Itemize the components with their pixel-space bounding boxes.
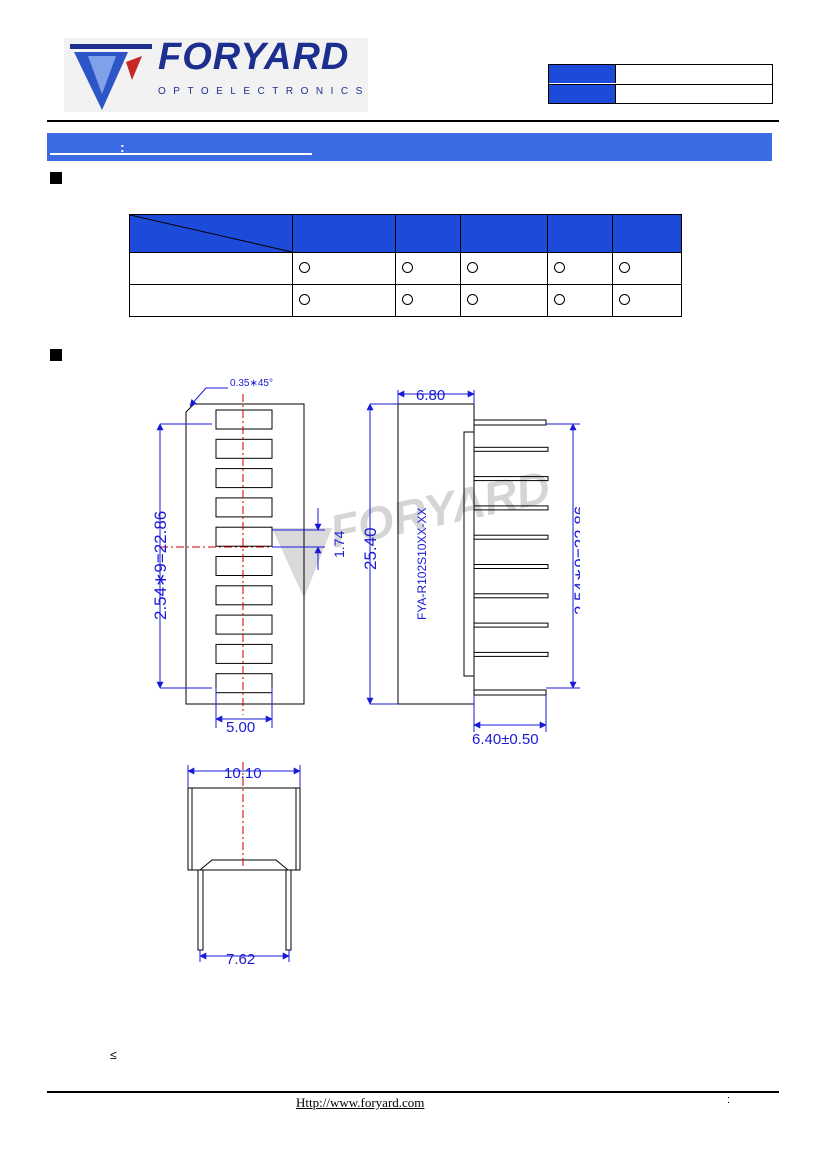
circle-mark-icon bbox=[299, 293, 310, 305]
height-dimension-label: 25.40 bbox=[361, 527, 380, 570]
info-value-cell bbox=[615, 65, 773, 83]
footer-rule bbox=[47, 1091, 779, 1093]
info-label-cell bbox=[549, 85, 615, 103]
diagonal-divider bbox=[130, 215, 292, 252]
note-symbol: ≤ bbox=[110, 1048, 117, 1062]
front-view: 0.35∗45° 2.54∗9=22.86 1.74 5.00 bbox=[151, 378, 347, 736]
section-bullet bbox=[50, 172, 62, 184]
table-cell bbox=[292, 284, 396, 317]
table-cell bbox=[395, 284, 461, 317]
options-table bbox=[129, 214, 682, 317]
body-width-label: 10.10 bbox=[224, 765, 262, 782]
led-segment bbox=[215, 468, 273, 489]
lead-pin bbox=[473, 651, 549, 657]
table-cell bbox=[547, 252, 613, 285]
circle-mark-icon bbox=[619, 293, 630, 305]
table-header-cell bbox=[292, 214, 396, 253]
side-top-pin bbox=[473, 404, 547, 426]
pitch-right-label: 2.54∗9=22.86 bbox=[571, 506, 580, 615]
title-underline bbox=[50, 153, 312, 155]
row-label-cell bbox=[129, 284, 293, 317]
watermark-fan-icon bbox=[272, 528, 332, 598]
led-segment bbox=[215, 673, 273, 694]
bottom-view: 10.10 7.62 bbox=[187, 762, 301, 968]
led-segment bbox=[215, 526, 273, 547]
info-label-cell bbox=[549, 65, 615, 83]
table-header-cell bbox=[460, 214, 548, 253]
led-segment bbox=[215, 438, 273, 459]
pitch-dimension-label: 2.54∗9=22.86 bbox=[151, 511, 170, 620]
led-segment bbox=[215, 556, 273, 576]
side-body bbox=[397, 403, 475, 705]
led-segment bbox=[215, 409, 273, 430]
lead-pin bbox=[473, 622, 549, 628]
led-segment bbox=[215, 585, 273, 606]
lead-pin bbox=[473, 446, 549, 452]
bottom-pin-left bbox=[197, 869, 204, 951]
width-dimension-label: 5.00 bbox=[226, 719, 255, 736]
circle-mark-icon bbox=[402, 261, 413, 273]
side-flange bbox=[463, 431, 474, 677]
pin-group bbox=[473, 446, 549, 657]
table-header-cell bbox=[547, 214, 613, 253]
circle-mark-icon bbox=[467, 293, 478, 305]
led-segment bbox=[215, 614, 273, 635]
table-cell bbox=[460, 284, 548, 317]
table-cell bbox=[395, 252, 461, 285]
circle-mark-icon bbox=[554, 261, 565, 273]
logo-subtitle: OPTOELECTRONICS bbox=[158, 86, 370, 97]
table-cell bbox=[612, 252, 682, 285]
logo-wordmark: FORYARD bbox=[158, 36, 350, 78]
table-cell bbox=[292, 252, 396, 285]
title-colon: : bbox=[120, 139, 125, 155]
bottom-body bbox=[187, 787, 301, 871]
lead-pin bbox=[473, 505, 549, 511]
info-value-cell bbox=[615, 85, 773, 103]
circle-mark-icon bbox=[467, 261, 478, 273]
segment-height-label: 1.74 bbox=[331, 531, 347, 558]
circle-mark-icon bbox=[619, 261, 630, 273]
company-logo: FORYARD OPTOELECTRONICS bbox=[64, 36, 370, 112]
lead-pin bbox=[473, 593, 549, 599]
chamfer-leader bbox=[189, 387, 228, 407]
circle-mark-icon bbox=[554, 293, 565, 305]
table-row bbox=[129, 252, 682, 285]
row-label-cell bbox=[129, 252, 293, 285]
section-bullet bbox=[50, 349, 62, 361]
led-segment bbox=[215, 643, 273, 664]
logo-fan-icon bbox=[70, 44, 152, 110]
footer-colon: : bbox=[727, 1094, 731, 1106]
document-info-box bbox=[548, 64, 773, 104]
table-header-cell bbox=[395, 214, 461, 253]
lead-pin bbox=[473, 564, 549, 569]
header-rule bbox=[47, 120, 779, 122]
table-row bbox=[129, 284, 682, 317]
table-header-cell bbox=[612, 214, 682, 253]
led-segment bbox=[215, 497, 273, 518]
table-corner-header bbox=[129, 214, 293, 253]
table-cell bbox=[612, 284, 682, 317]
circle-mark-icon bbox=[299, 261, 310, 273]
pin-length-label: 6.40±0.50 bbox=[472, 731, 539, 748]
table-header-row bbox=[129, 214, 682, 253]
circle-mark-icon bbox=[402, 293, 413, 305]
part-number-label: FYA-R102S10XX-XX bbox=[415, 508, 429, 621]
bottom-recess bbox=[199, 859, 289, 871]
section-title-band bbox=[47, 133, 772, 161]
lead-pin bbox=[473, 476, 549, 482]
segment-group bbox=[215, 409, 273, 694]
mechanical-drawing: 0.35∗45° 2.54∗9=22.86 1.74 5.00 25.40 6.… bbox=[151, 378, 580, 968]
chamfer-label: 0.35∗45° bbox=[230, 378, 273, 389]
side-bottom-pin bbox=[473, 676, 547, 696]
info-divider bbox=[549, 84, 772, 85]
top-width-label: 6.80 bbox=[416, 387, 445, 404]
table-cell bbox=[460, 252, 548, 285]
website-link[interactable]: Http://www.foryard.com bbox=[296, 1095, 425, 1110]
side-view: 25.40 6.80 2.54∗9=22.86 FYA-R102S10XX-XX… bbox=[361, 387, 580, 748]
lead-pin bbox=[473, 534, 549, 540]
pin-spacing-label: 7.62 bbox=[226, 951, 255, 968]
bottom-pin-right bbox=[285, 869, 292, 951]
table-cell bbox=[547, 284, 613, 317]
